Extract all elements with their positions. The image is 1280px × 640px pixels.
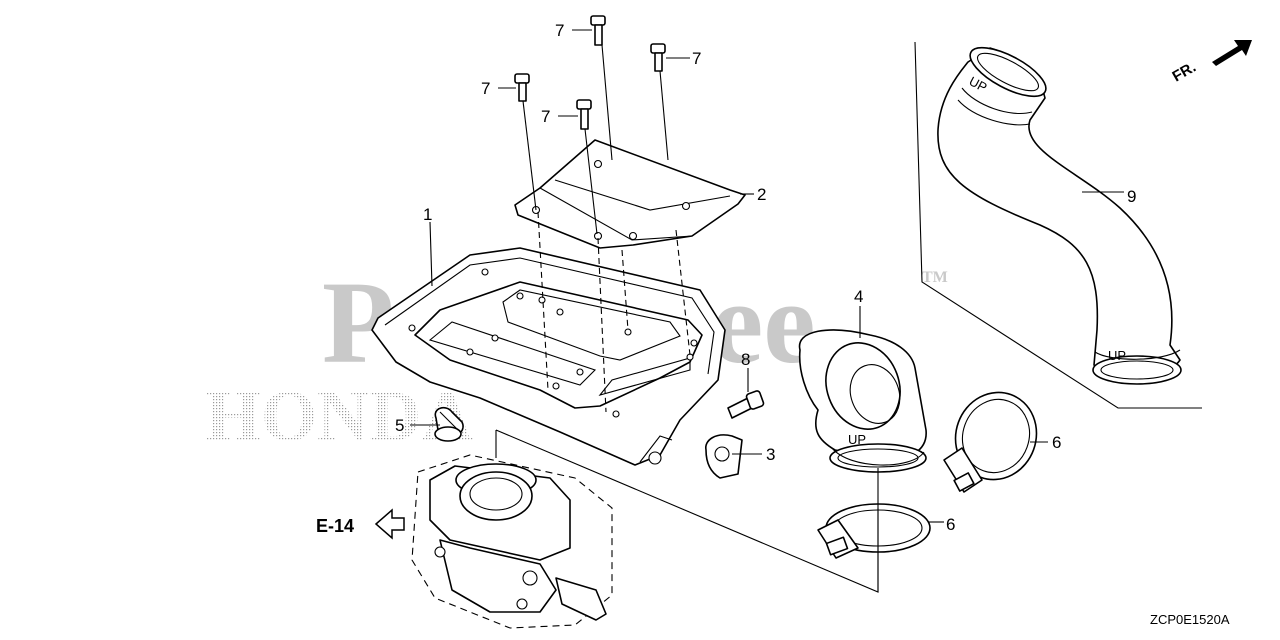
elbow-hose-part-4[interactable]: UP xyxy=(798,329,927,473)
bolt-part-7-d[interactable] xyxy=(576,99,598,235)
front-direction-arrow: FR. xyxy=(1170,40,1252,86)
section-ref-label: E-14 xyxy=(316,516,354,536)
figure-code: ZCP0E1520A xyxy=(1150,612,1230,627)
grommet-part-3[interactable] xyxy=(705,434,743,479)
callout-6-upper: 6 xyxy=(1052,433,1061,452)
arrow-left-icon xyxy=(374,508,405,540)
callout-7-b: 7 xyxy=(692,49,701,68)
callout-5: 5 xyxy=(395,416,404,435)
callout-1: 1 xyxy=(423,205,432,224)
up-stamp-elbow: UP xyxy=(848,432,866,447)
up-stamp-upper: UP xyxy=(967,73,990,95)
up-stamp-lower: UP xyxy=(1108,348,1126,363)
bolt-part-7-a[interactable] xyxy=(590,15,613,161)
screw-part-8[interactable] xyxy=(727,390,765,419)
callouts: 1 2 3 4 5 6 6 7 7 7 7 8 9 xyxy=(395,21,1136,534)
callout-9: 9 xyxy=(1127,187,1136,206)
callout-7-d: 7 xyxy=(541,107,550,126)
callout-3: 3 xyxy=(766,445,775,464)
bolt-part-7-b[interactable] xyxy=(650,43,669,161)
arrow-right-icon xyxy=(1212,40,1252,66)
section-reference-e14[interactable]: E-14 xyxy=(316,508,405,540)
watermark-trademark: TM xyxy=(922,269,948,286)
hose-clamp-part-6-lower[interactable] xyxy=(817,503,931,559)
watermark-honda: HONDA xyxy=(205,376,473,456)
callout-8: 8 xyxy=(741,350,750,369)
hose-clip-part-5[interactable] xyxy=(434,406,464,442)
base-tray-part-1[interactable] xyxy=(371,247,726,466)
hose-clamp-part-6-upper[interactable] xyxy=(943,381,1048,493)
throttle-body-reference-assembly xyxy=(411,454,613,629)
hose-panel-frame xyxy=(914,41,1202,409)
mount-plate-part-2[interactable] xyxy=(514,139,746,249)
callout-2: 2 xyxy=(757,185,766,204)
bolt-part-7-c[interactable] xyxy=(514,73,537,211)
air-duct-hose-part-9[interactable]: UP UP xyxy=(937,38,1182,385)
front-label: FR. xyxy=(1170,59,1199,86)
callout-4: 4 xyxy=(854,287,863,306)
callout-7-c: 7 xyxy=(481,79,490,98)
bolt-axis-lines xyxy=(537,211,691,413)
callout-7-a: 7 xyxy=(555,21,564,40)
callout-6-lower: 6 xyxy=(946,515,955,534)
